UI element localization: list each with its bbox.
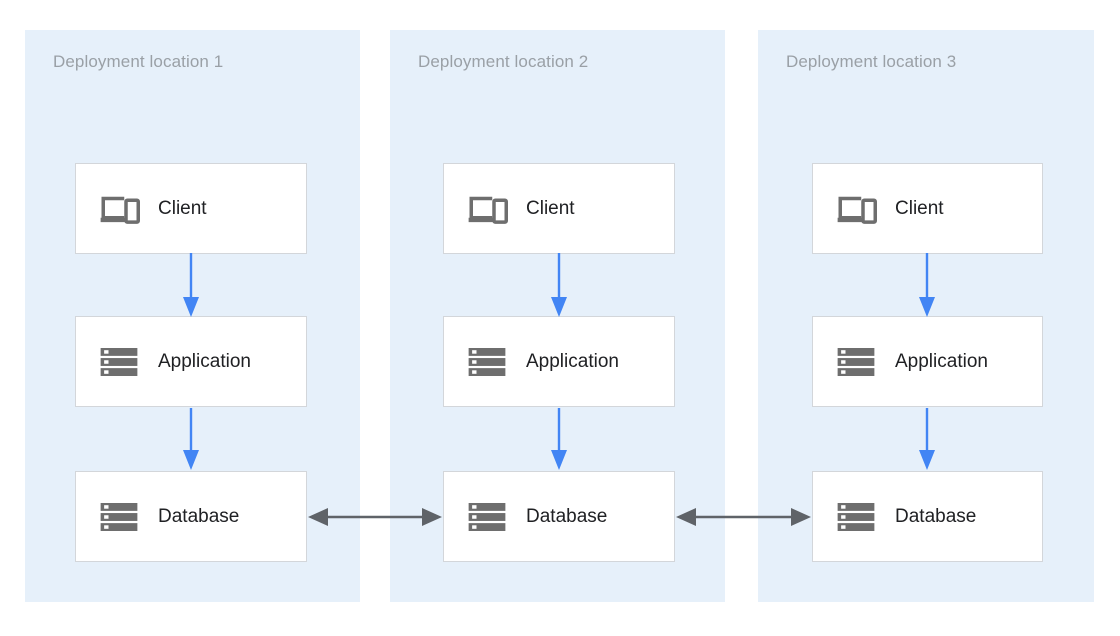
server-icon bbox=[837, 347, 875, 376]
node-application-2-label: Application bbox=[526, 350, 619, 372]
server-icon bbox=[100, 347, 138, 376]
server-icon bbox=[837, 502, 875, 531]
devices-icon bbox=[468, 196, 508, 224]
node-client-1[interactable]: Client bbox=[75, 163, 307, 254]
arrow-client-to-application-3 bbox=[919, 253, 935, 317]
arrow-client-to-application-1 bbox=[183, 253, 199, 317]
arrow-database-2-to-database-3 bbox=[676, 508, 811, 526]
node-database-2-label: Database bbox=[526, 505, 608, 527]
node-client-3[interactable]: Client bbox=[812, 163, 1043, 254]
node-client-2-label: Client bbox=[526, 197, 575, 219]
node-client-1-label: Client bbox=[158, 197, 207, 219]
panel-2-title: Deployment location 2 bbox=[418, 52, 589, 71]
arrow-application-to-database-2 bbox=[551, 408, 567, 470]
node-database-1-label: Database bbox=[158, 505, 240, 527]
node-client-3-label: Client bbox=[895, 197, 944, 219]
arrow-application-to-database-1 bbox=[183, 408, 199, 470]
arrow-client-to-application-2 bbox=[551, 253, 567, 317]
panel-1-title: Deployment location 1 bbox=[53, 52, 224, 71]
node-client-2[interactable]: Client bbox=[443, 163, 675, 254]
panel-3-title: Deployment location 3 bbox=[786, 52, 957, 71]
node-database-1[interactable]: Database bbox=[75, 471, 307, 562]
server-icon bbox=[468, 502, 506, 531]
devices-icon bbox=[837, 196, 877, 224]
node-application-2[interactable]: Application bbox=[443, 316, 675, 407]
node-database-3[interactable]: Database bbox=[812, 471, 1043, 562]
server-icon bbox=[100, 502, 138, 531]
node-application-3[interactable]: Application bbox=[812, 316, 1043, 407]
arrow-database-1-to-database-2 bbox=[308, 508, 442, 526]
node-application-3-label: Application bbox=[895, 350, 988, 372]
server-icon bbox=[468, 347, 506, 376]
node-database-2[interactable]: Database bbox=[443, 471, 675, 562]
node-application-1[interactable]: Application bbox=[75, 316, 307, 407]
devices-icon bbox=[100, 196, 140, 224]
node-database-3-label: Database bbox=[895, 505, 977, 527]
arrow-application-to-database-3 bbox=[919, 408, 935, 470]
node-application-1-label: Application bbox=[158, 350, 251, 372]
